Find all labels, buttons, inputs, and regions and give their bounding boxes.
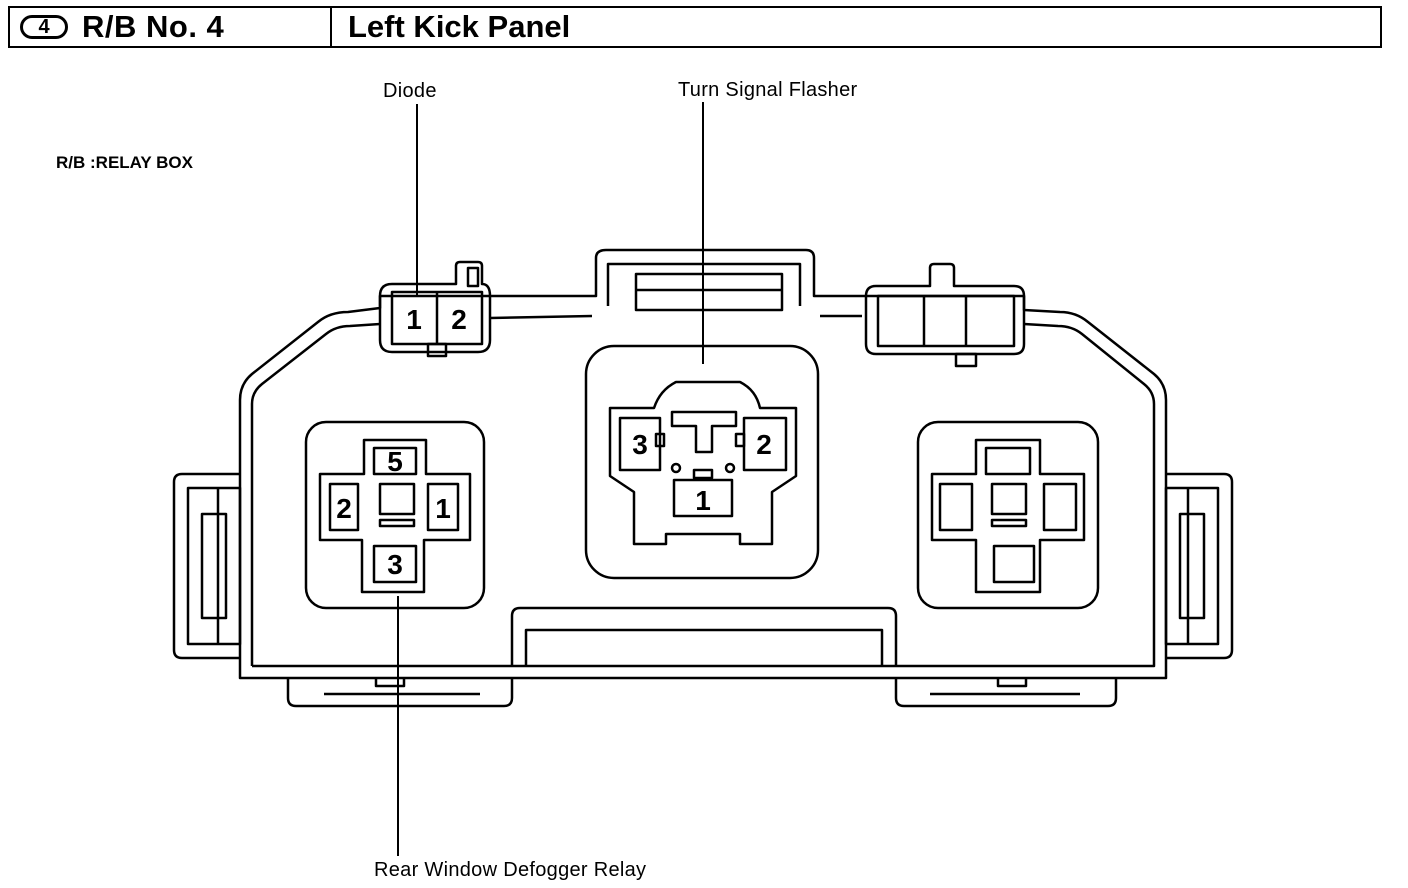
flasher-pin-2: 2	[756, 429, 772, 460]
defogger-relay-socket	[304, 420, 486, 610]
turn-signal-flasher-label: Turn Signal Flasher	[678, 79, 858, 101]
flasher-pin-1: 1	[695, 485, 711, 516]
header-relay-box-cell: 4 R/B No. 4	[10, 8, 332, 46]
rear-window-defogger-relay-label: Rear Window Defogger Relay	[374, 859, 647, 881]
relay-box-number: R/B No. 4	[82, 9, 225, 44]
relay-pin-1: 1	[435, 493, 451, 524]
diode-label: Diode	[383, 80, 437, 102]
relay-pin-2: 2	[336, 493, 352, 524]
housing-inner-outline	[250, 314, 1156, 668]
top-center-slot	[634, 272, 784, 312]
right-side-flange	[1166, 472, 1234, 660]
diode-pin-1: 1	[406, 304, 422, 335]
relay-box-badge: 4	[20, 15, 68, 39]
bottom-cutout	[510, 606, 898, 666]
header-bar: 4 R/B No. 4 Left Kick Panel	[8, 6, 1382, 48]
spare-relay-socket	[916, 420, 1100, 610]
bottom-left-foot	[286, 678, 514, 708]
relay-pin-5: 5	[387, 446, 403, 477]
bottom-right-foot	[894, 678, 1118, 708]
spare-connector	[864, 262, 1026, 368]
diode-connector	[378, 260, 492, 358]
flasher-pin-3: 3	[632, 429, 648, 460]
left-side-flange	[172, 472, 240, 660]
location-title: Left Kick Panel	[348, 9, 571, 44]
diode-pin-2: 2	[451, 304, 467, 335]
turn-signal-flasher-socket	[584, 344, 820, 580]
legend-abbreviation: R/B :RELAY BOX	[56, 153, 193, 172]
relay-pin-3: 3	[387, 549, 403, 580]
housing-outline	[238, 248, 1168, 680]
